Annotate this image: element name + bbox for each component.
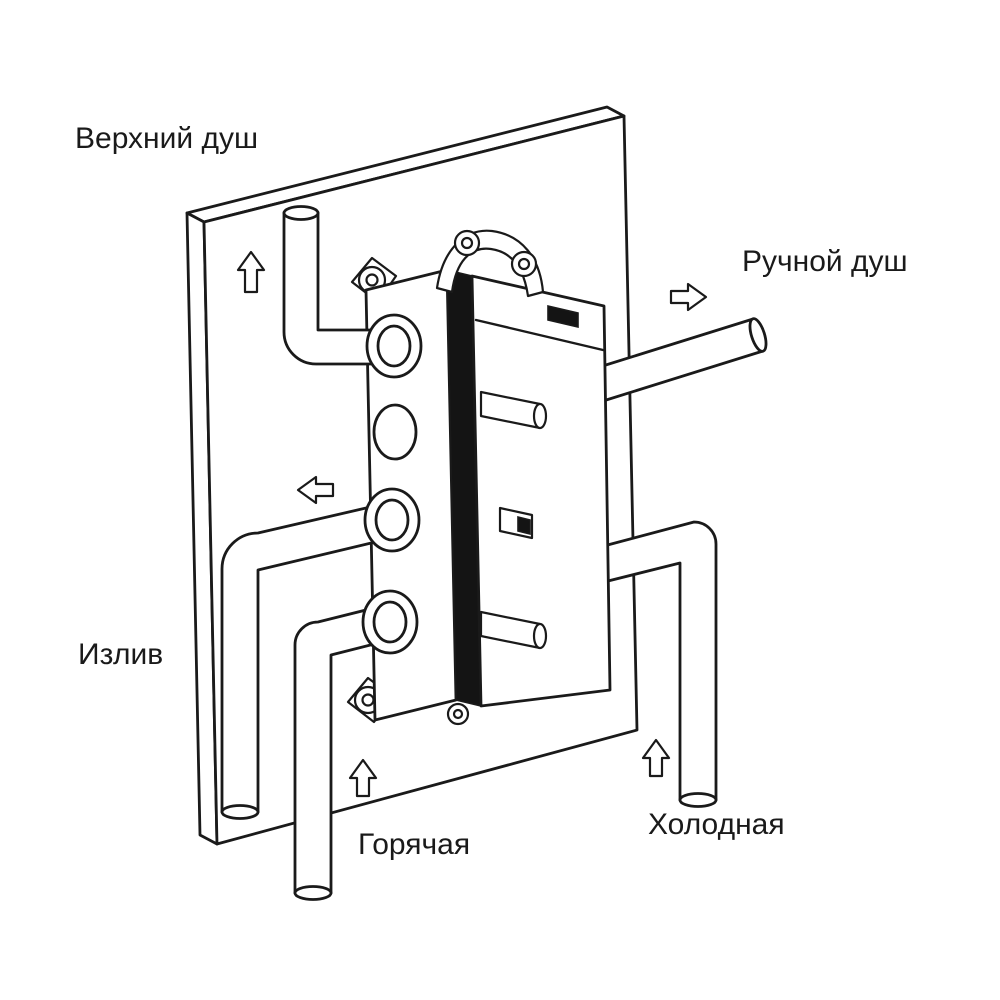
- bottom-screw-inner: [452, 708, 464, 720]
- port-top-shower-inner: [376, 324, 412, 368]
- arrow-up-cold-icon: [641, 738, 671, 778]
- label-spout: Излив: [78, 638, 164, 671]
- cold-water-pipe-body: [598, 520, 718, 802]
- arrow-left-spout-icon: [296, 475, 335, 505]
- label-cold: Холодная: [648, 808, 785, 841]
- arrow-up-top-shower-icon: [236, 250, 266, 294]
- mounting-ear-top-screw-inner: [365, 273, 379, 287]
- cold-water-pipe-end: [678, 792, 718, 808]
- valve-main-body: [470, 274, 612, 708]
- valve-cap-seam: [474, 318, 605, 352]
- top-shower-pipe-end: [282, 205, 320, 221]
- valve-port-stub-lower: [479, 610, 548, 650]
- label-hot: Горячая: [358, 828, 471, 861]
- top-screw-left-inner: [460, 236, 474, 250]
- cold-water-pipe: [598, 520, 718, 808]
- label-hand-shower: Ручной душ: [742, 245, 908, 278]
- hot-water-pipe-end: [293, 885, 333, 901]
- label-top-shower: Верхний душ: [75, 122, 259, 155]
- top-bracket: [435, 229, 545, 298]
- arrow-up-hot-icon: [348, 758, 378, 798]
- spout-pipe-end: [220, 804, 260, 820]
- hot-water-pipe: [293, 602, 392, 901]
- mounting-ear-bottom-screw-inner: [361, 693, 375, 707]
- port-spout-inner: [374, 498, 410, 542]
- top-screw-right-inner: [517, 257, 531, 271]
- valve-port-stub-upper-end: [532, 402, 548, 430]
- valve-port-stub-lower-end: [532, 622, 548, 650]
- valve-detail-button: [517, 515, 531, 536]
- valve-clip: [547, 304, 579, 329]
- port-blank-oval: [372, 403, 418, 461]
- valve-port-stub-upper: [479, 390, 548, 430]
- hand-shower-pipe-end: [748, 317, 768, 353]
- valve-ports: [361, 313, 423, 655]
- flow-arrows: [236, 250, 708, 798]
- port-hot-inner: [372, 600, 408, 644]
- arrow-right-hand-shower-icon: [669, 282, 708, 312]
